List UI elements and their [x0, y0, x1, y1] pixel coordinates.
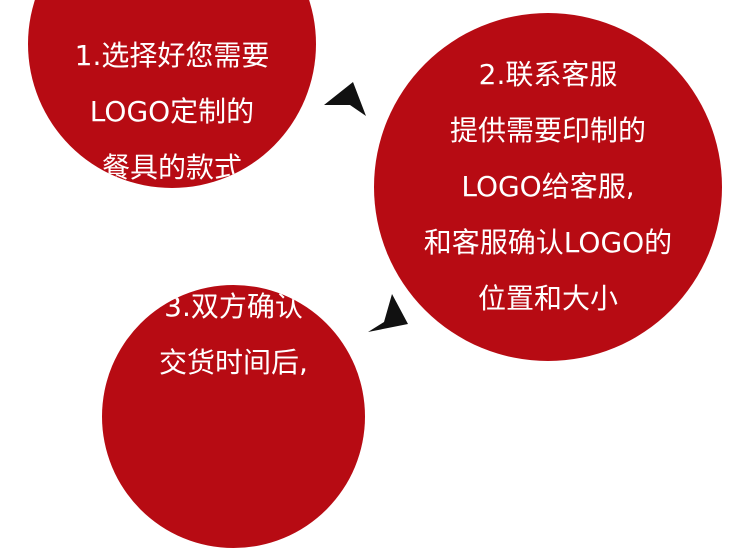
step-2-line-5: 位置和大小 [477, 282, 618, 315]
step-2-line-3: LOGO给客服, [461, 170, 635, 203]
step-1-line-2: LOGO定制的 [89, 94, 255, 128]
step-2-line-2: 提供需要印制的 [449, 114, 646, 147]
step-3-line-2: 交货时间后, [159, 346, 308, 379]
step-2-line-4: 和客服确认LOGO的 [423, 226, 673, 259]
step-3-line-1: 3.双方确认 [164, 290, 303, 323]
step-2-line-1: 2.联系客服 [478, 58, 618, 91]
step-1-circle: 1.选择好您需要 LOGO定制的 餐具的款式 [28, 0, 316, 188]
step-1-line-3: 餐具的款式 [101, 150, 242, 184]
step-2-circle: 2.联系客服 提供需要印制的 LOGO给客服, 和客服确认LOGO的 位置和大小 [374, 13, 722, 361]
step-3-circle: 3.双方确认 交货时间后, [102, 285, 365, 548]
arrow-right-icon [324, 82, 366, 116]
arrow-down-left-icon [368, 294, 408, 332]
step-1-line-1: 1.选择好您需要 [74, 38, 270, 72]
